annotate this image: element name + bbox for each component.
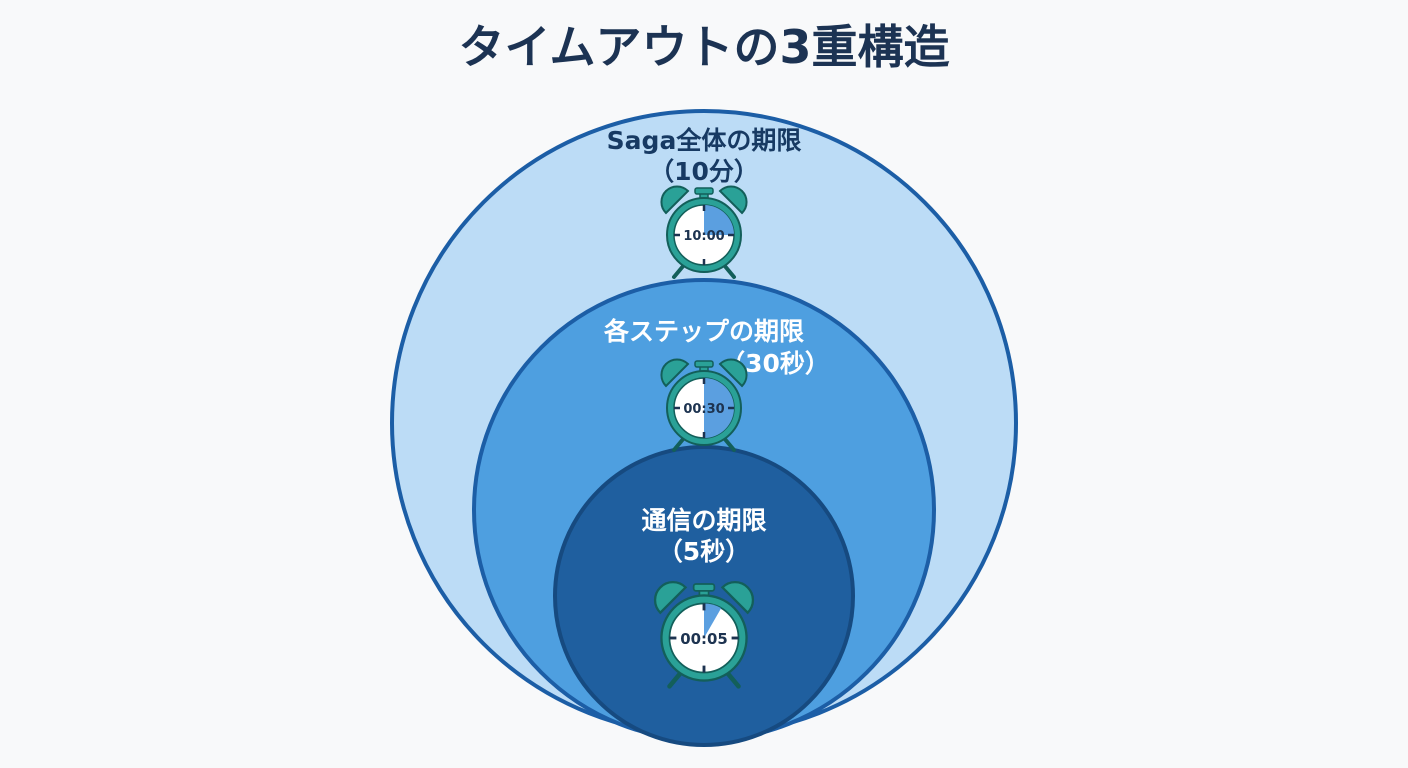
alarm-clock-icon: 00:05 bbox=[655, 582, 753, 686]
page-title: タイムアウトの3重構造 bbox=[458, 20, 949, 74]
communication-deadline-label: 通信の期限 bbox=[641, 506, 766, 535]
saga-deadline-label: Saga全体の期限 bbox=[607, 126, 802, 155]
saga-deadline-duration: （10分） bbox=[649, 157, 759, 186]
clock-elapsed-wedge bbox=[704, 603, 722, 638]
clock-time-text: 10:00 bbox=[683, 229, 724, 244]
clock-time-text: 00:30 bbox=[683, 402, 724, 417]
communication-deadline-duration: （5秒） bbox=[658, 537, 750, 566]
alarm-clock-icon: 10:00 bbox=[659, 184, 749, 279]
clock-time-text: 00:05 bbox=[680, 630, 728, 648]
clock-elapsed-wedge bbox=[704, 205, 734, 235]
step-deadline-label: 各ステップの期限 bbox=[603, 317, 804, 346]
clock-elapsed-wedge bbox=[704, 378, 734, 438]
alarm-clock-icon: 00:30 bbox=[659, 357, 749, 452]
